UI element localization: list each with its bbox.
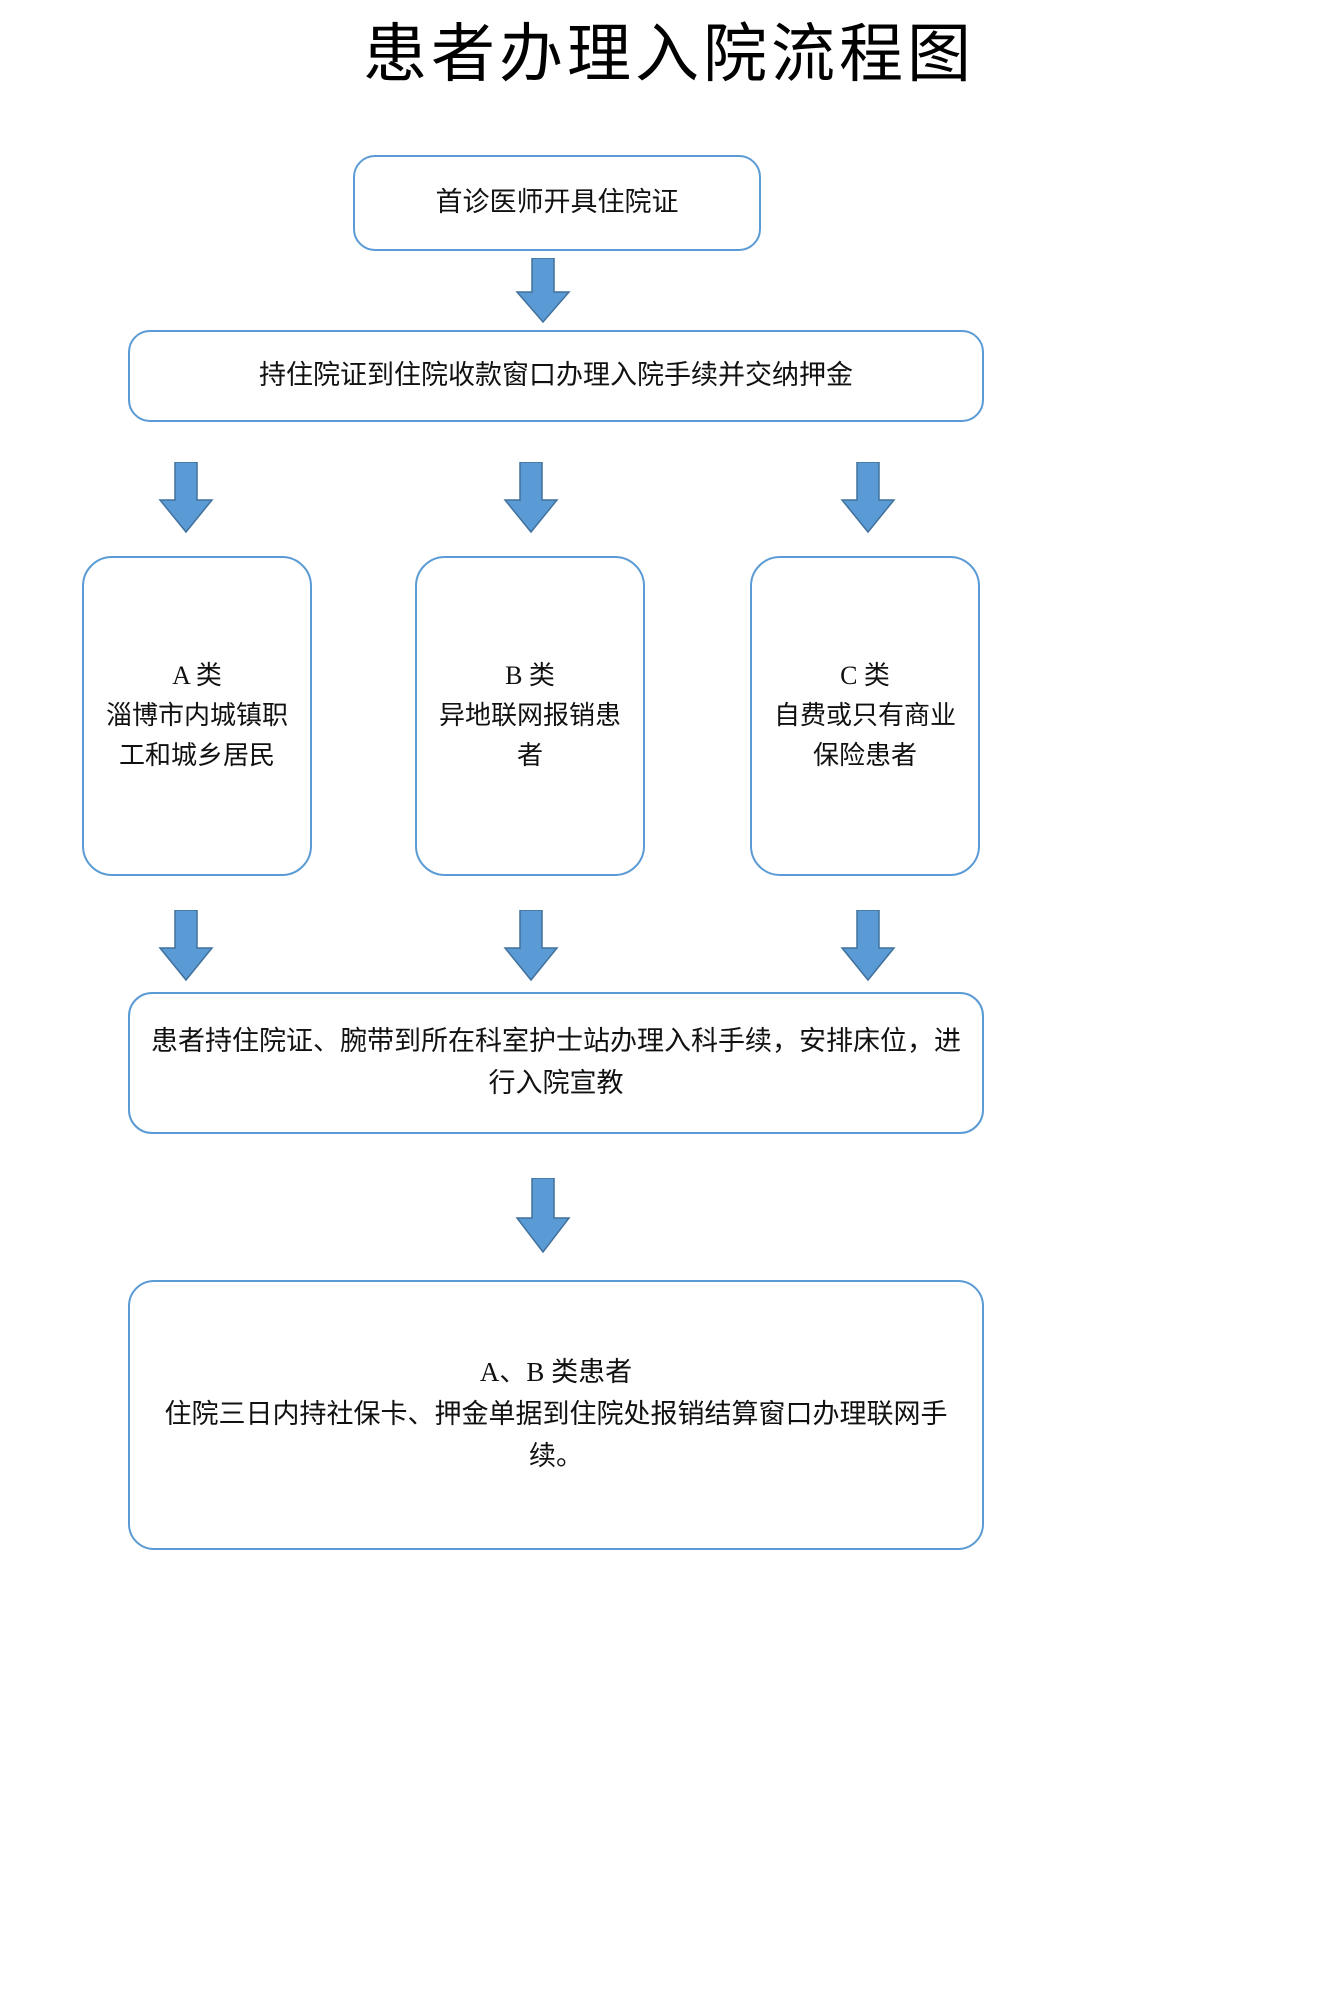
arrow-down-icon: [503, 462, 559, 534]
arrow-down-icon: [840, 910, 896, 982]
flow-node-settlement[interactable]: A、B 类患者 住院三日内持社保卡、押金单据到住院处报销结算窗口办理联网手续。: [128, 1280, 984, 1550]
flow-node-doctor-order[interactable]: 首诊医师开具住院证: [353, 155, 761, 251]
flow-node-label: 持住院证到住院收款窗口办理入院手续并交纳押金: [259, 360, 853, 391]
flow-node-label: 患者持住院证、腕带到所在科室护士站办理入科手续，安排床位，进行入院宣教: [151, 1026, 961, 1098]
page-title: 患者办理入院流程图: [363, 19, 975, 90]
arrow-down-icon: [158, 462, 214, 534]
flow-node-label: 首诊医师开具住院证: [435, 187, 679, 218]
arrow-down-icon: [840, 462, 896, 534]
flow-node-category-c[interactable]: C 类 自费或只有商业保险患者: [750, 556, 980, 876]
arrow-down-icon: [515, 1178, 571, 1254]
flow-node-label: C 类 自费或只有商业保险患者: [773, 660, 956, 771]
flow-node-ward-admission[interactable]: 患者持住院证、腕带到所在科室护士站办理入科手续，安排床位，进行入院宣教: [128, 992, 984, 1134]
arrow-down-icon: [158, 910, 214, 982]
flow-node-label: A 类 淄博市内城镇职工和城乡居民: [105, 660, 288, 771]
flow-node-label: B 类 异地联网报销患者: [438, 660, 621, 771]
flow-node-category-b[interactable]: B 类 异地联网报销患者: [415, 556, 645, 876]
arrow-down-icon: [515, 258, 571, 324]
arrow-down-icon: [503, 910, 559, 982]
flow-node-category-a[interactable]: A 类 淄博市内城镇职工和城乡居民: [82, 556, 312, 876]
flow-node-payment-window[interactable]: 持住院证到住院收款窗口办理入院手续并交纳押金: [128, 330, 984, 422]
flow-node-label: A、B 类患者 住院三日内持社保卡、押金单据到住院处报销结算窗口办理联网手续。: [164, 1357, 948, 1471]
